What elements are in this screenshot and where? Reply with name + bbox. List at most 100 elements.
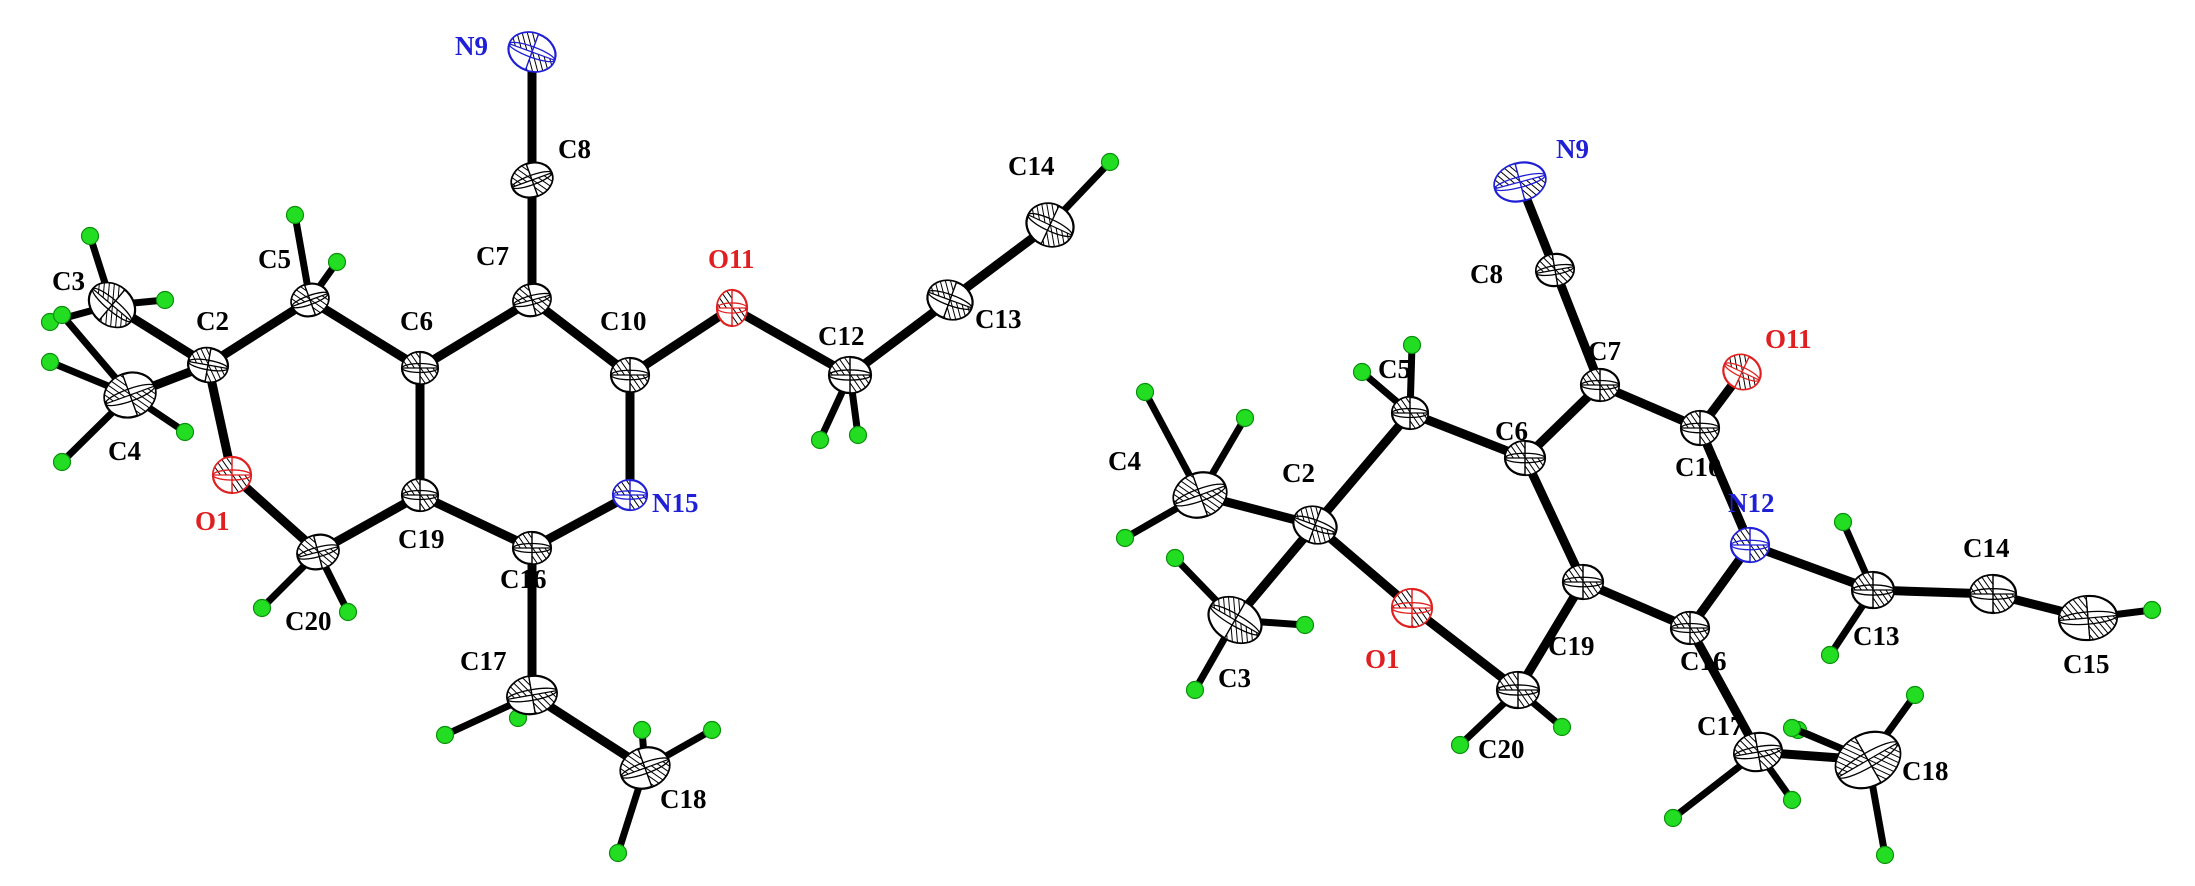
label-o1: O1 xyxy=(1365,644,1400,674)
label-c20: C20 xyxy=(1478,734,1525,764)
bond-c19-c16 xyxy=(415,490,537,553)
hydrogen-atom xyxy=(1450,735,1470,755)
bond-c20-c19 xyxy=(1513,577,1588,695)
label-c17: C17 xyxy=(460,646,507,676)
label-c7: C7 xyxy=(1588,336,1621,366)
hydrogen-atom xyxy=(285,205,305,225)
hydrogen-atom xyxy=(435,725,455,745)
label-c12: C12 xyxy=(818,321,865,351)
label-n9: N9 xyxy=(455,31,488,61)
label-c7: C7 xyxy=(476,241,509,271)
bond-c16-c17 xyxy=(1685,623,1763,757)
hydrogen-atom xyxy=(1135,382,1155,402)
atom-c13 xyxy=(1850,570,1896,610)
label-c3: C3 xyxy=(52,266,85,296)
atom-c2 xyxy=(1292,505,1338,545)
label-n15: N15 xyxy=(652,488,699,518)
hydrogen-atom xyxy=(175,422,195,442)
atom-c16 xyxy=(511,530,553,566)
label-c14: C14 xyxy=(1963,533,2010,563)
atom-c7 xyxy=(1579,367,1621,403)
hydrogen-atom xyxy=(252,598,272,618)
hydrogen-atom xyxy=(40,352,60,372)
atom-c12 xyxy=(827,355,873,395)
atom-c16 xyxy=(1669,610,1711,646)
label-c5: C5 xyxy=(258,244,291,274)
hydrogen-atom xyxy=(810,430,830,450)
atom-c5 xyxy=(290,282,330,318)
bond-n12-c13 xyxy=(1745,540,1878,595)
hydrogen-atom xyxy=(1782,790,1802,810)
atom-o1 xyxy=(1390,587,1434,629)
bond-c10-o11 xyxy=(625,303,737,380)
atom-c19 xyxy=(1561,563,1605,601)
atom-c6 xyxy=(1503,439,1547,477)
hydrogen-atom xyxy=(338,602,358,622)
hydrogen-atom xyxy=(1905,685,1925,705)
atom-c17 xyxy=(506,674,558,716)
molecule-left: N9C8C7C6C5C2C3C4O1C20C19C10O11C12C13C14N… xyxy=(40,31,1120,863)
hydrogen-atom xyxy=(1115,528,1135,548)
label-c5: C5 xyxy=(1378,354,1411,384)
hydrogen-atom xyxy=(1875,845,1895,865)
hydrogen-atom xyxy=(1820,645,1840,665)
hydrogen-atom xyxy=(1833,512,1853,532)
hydrogen-atom xyxy=(1402,335,1422,355)
atom-c10 xyxy=(1679,409,1721,447)
atom-n9 xyxy=(507,31,557,73)
atom-c4 xyxy=(1172,471,1228,519)
bond-c10-n12 xyxy=(1695,423,1755,550)
label-c16: C16 xyxy=(500,564,547,594)
label-c6: C6 xyxy=(400,306,433,336)
atom-n15 xyxy=(611,478,649,512)
atom-c19 xyxy=(400,477,440,513)
label-c18: C18 xyxy=(660,784,707,814)
hydrogen-atom xyxy=(52,305,72,325)
label-c15: C15 xyxy=(2063,649,2110,679)
atom-c4 xyxy=(103,371,157,419)
hydrogen-atom xyxy=(702,720,722,740)
atom-c20 xyxy=(296,533,340,571)
label-c13: C13 xyxy=(975,304,1022,334)
atom-c2 xyxy=(186,346,230,384)
atom-c14 xyxy=(1968,573,2018,615)
atom-n9 xyxy=(1493,161,1547,203)
label-n12: N12 xyxy=(1728,488,1775,518)
label-c16: C16 xyxy=(1680,646,1727,676)
label-c2: C2 xyxy=(1282,458,1315,488)
label-c4: C4 xyxy=(108,436,141,466)
label-o11: O11 xyxy=(1765,324,1812,354)
atom-c3 xyxy=(1207,595,1263,645)
atom-c20 xyxy=(1495,670,1541,710)
hydrogen-atom xyxy=(327,252,347,272)
atom-n12 xyxy=(1729,526,1771,564)
atom-c14 xyxy=(1025,202,1075,248)
hydrogen-atom xyxy=(1352,362,1372,382)
label-c2: C2 xyxy=(196,306,229,336)
hydrogen-atom xyxy=(80,226,100,246)
label-c8: C8 xyxy=(1470,259,1503,289)
hydrogen-atom xyxy=(1782,718,1802,738)
label-c20: C20 xyxy=(285,606,332,636)
label-c8: C8 xyxy=(558,134,591,164)
hydrogen-atom xyxy=(848,425,868,445)
bond-c5-c2 xyxy=(1310,408,1415,530)
atom-c3 xyxy=(87,281,137,329)
atom-c17 xyxy=(1733,731,1783,773)
bond-c6-c5 xyxy=(305,295,425,373)
labels-layer: N9C8C7C6C5C2C3C4O1C20C19C10O11C12C13C14N… xyxy=(52,31,1055,814)
label-c10: C10 xyxy=(1675,452,1722,482)
label-o1: O1 xyxy=(195,506,230,536)
bonds-layer xyxy=(1195,177,2093,765)
bond-o11-c12 xyxy=(727,303,855,380)
label-c10: C10 xyxy=(600,306,647,336)
label-c17: C17 xyxy=(1697,711,1744,741)
label-c19: C19 xyxy=(1548,631,1595,661)
atom-o11 xyxy=(1722,353,1762,391)
atom-c5 xyxy=(1390,395,1430,431)
atom-c8 xyxy=(1534,252,1576,288)
hydrogen-atom xyxy=(52,452,72,472)
